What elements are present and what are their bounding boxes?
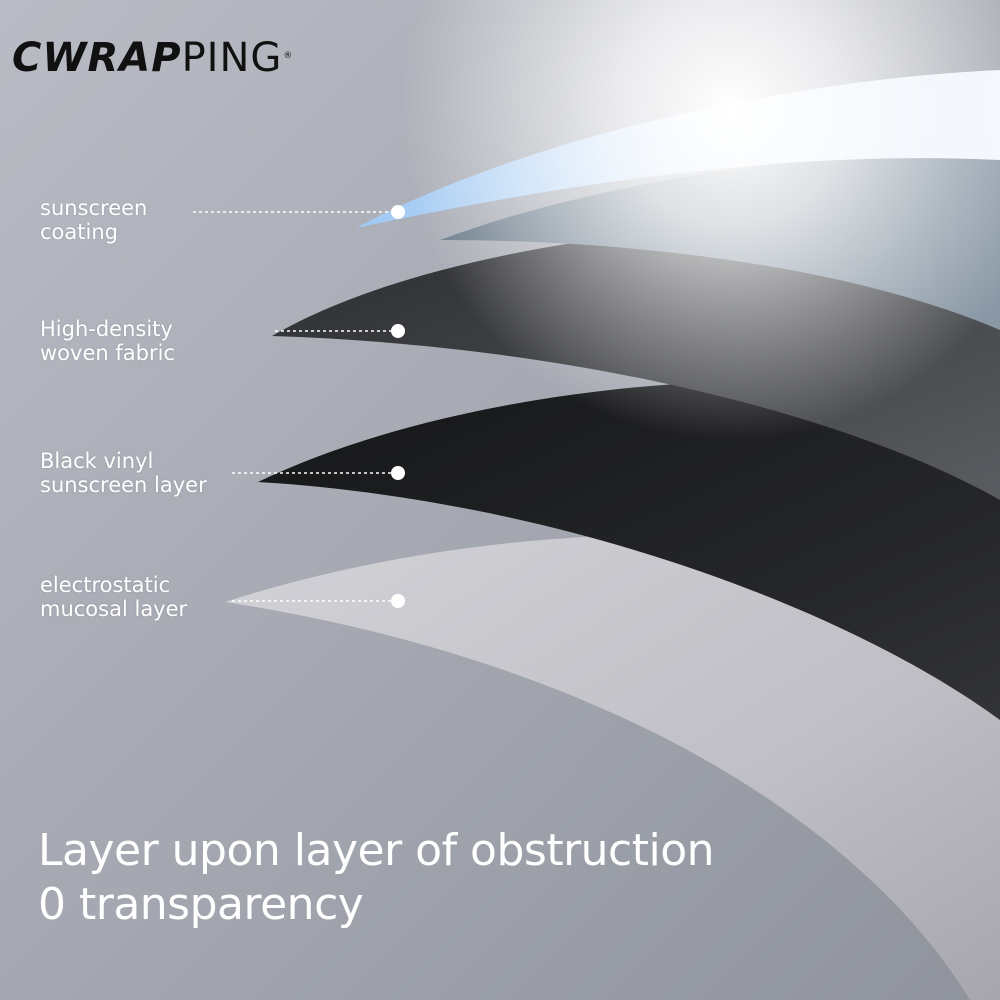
label-line: High-density [40, 317, 173, 341]
leader-dot-mucosal [391, 594, 405, 608]
headline: Layer upon layer of obstruction 0 transp… [38, 824, 715, 932]
label-line: woven fabric [40, 341, 175, 365]
label-sunscreen-coating: sunscreen coating [40, 196, 147, 244]
label-line: coating [40, 220, 118, 244]
brand-logo: CWRAPPING® [12, 34, 292, 82]
leader-dot-fabric [391, 324, 405, 338]
label-line: electrostatic [40, 573, 171, 597]
label-line: Black vinyl [40, 449, 154, 473]
light-glare [400, 0, 1000, 440]
label-electrostatic-layer: electrostatic mucosal layer [40, 573, 187, 621]
label-line: sunscreen [40, 196, 148, 220]
headline-line-2: 0 transparency [38, 879, 364, 930]
logo-bold-text: CWRAP [12, 35, 182, 81]
mucosal-layer-shape [225, 533, 1000, 1000]
logo-light-text: PING [181, 35, 283, 81]
label-line: mucosal layer [40, 597, 188, 621]
label-black-vinyl: Black vinyl sunscreen layer [40, 449, 207, 497]
vinyl-layer-shape [258, 379, 1000, 720]
leader-dot-vinyl [391, 466, 405, 480]
headline-line-1: Layer upon layer of obstruction [38, 825, 715, 876]
label-line: sunscreen layer [40, 473, 207, 497]
leader-dot-coating [391, 205, 405, 219]
registered-mark: ® [283, 51, 294, 61]
label-woven-fabric: High-density woven fabric [40, 317, 175, 365]
